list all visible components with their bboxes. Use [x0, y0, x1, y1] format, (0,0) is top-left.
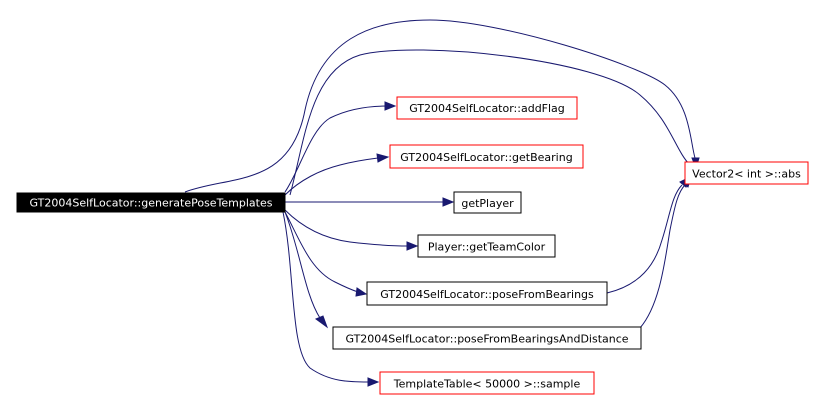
edge-root-to-pose-from-bearings-and-distance-arrow [314, 315, 329, 329]
edge-root-to-pose-from-bearings [284, 211, 359, 293]
node-vector-abs[interactable]: Vector2< int >::abs [684, 161, 809, 185]
edge-root-to-vector-abs [184, 19, 696, 193]
edges [184, 19, 700, 387]
node-add-flag[interactable]: GT2004SelfLocator::addFlag [396, 96, 578, 120]
node-vector-abs-label: Vector2< int >::abs [692, 168, 801, 181]
edge-root-to-add-flag-arrow [384, 101, 397, 111]
node-vector-abs-box [684, 161, 809, 185]
node-pose-from-bearings-label: GT2004SelfLocator::poseFromBearings [380, 288, 594, 301]
node-template-sample[interactable]: TemplateTable< 50000 >::sample [379, 371, 595, 395]
node-root[interactable]: GT2004SelfLocator::generatePoseTemplates [16, 192, 286, 213]
edge-root-to-pose-from-bearings-arrow [355, 287, 368, 297]
node-root-label: GT2004SelfLocator::generatePoseTemplates [30, 197, 273, 210]
node-pose-from-bearings-and-distance[interactable]: GT2004SelfLocator::poseFromBearingsAndDi… [332, 326, 642, 350]
node-pose-from-bearings[interactable]: GT2004SelfLocator::poseFromBearings [366, 281, 608, 306]
node-add-flag-box [396, 96, 578, 120]
node-root-box [16, 192, 286, 213]
edge-root-to-get-bearing-arrow [376, 153, 390, 163]
node-get-team-color[interactable]: Player::getTeamColor [417, 234, 556, 258]
node-get-player[interactable]: getPlayer [453, 191, 522, 214]
node-get-team-color-label: Player::getTeamColor [428, 241, 546, 254]
node-get-bearing-label: GT2004SelfLocator::getBearing [400, 151, 572, 164]
node-template-sample-label: TemplateTable< 50000 >::sample [393, 378, 581, 391]
edge-pose-from-bearings-and-distance-to-vector-abs [639, 184, 686, 329]
node-get-team-color-box [417, 234, 556, 258]
edge-root-to-get-team-color-arrow [406, 241, 419, 251]
edge-root-to-get-bearing [284, 157, 379, 196]
edge-root-to-get-team-color [284, 209, 409, 247]
node-get-player-box [453, 191, 522, 214]
node-get-bearing[interactable]: GT2004SelfLocator::getBearing [389, 144, 584, 169]
edge-root-to-add-flag [284, 105, 388, 193]
edge-root-to-template-sample [282, 211, 369, 383]
node-pose-from-bearings-and-distance-label: GT2004SelfLocator::poseFromBearingsAndDi… [345, 333, 628, 346]
edge-pose-from-bearings-to-vector-abs [606, 184, 683, 294]
node-get-player-label: getPlayer [461, 197, 514, 210]
node-template-sample-box [379, 371, 595, 395]
node-pose-from-bearings-box [366, 281, 608, 306]
edge-root-to-template-sample-arrow [367, 377, 380, 387]
node-add-flag-label: GT2004SelfLocator::addFlag [409, 102, 565, 115]
edge-root-to-vector-abs-inner [289, 49, 691, 196]
edge-root-to-pose-from-bearings-and-distance [284, 211, 321, 319]
node-get-bearing-box [389, 144, 584, 169]
node-pose-from-bearings-and-distance-box [332, 326, 642, 350]
edge-root-to-get-player-arrow [442, 197, 455, 207]
